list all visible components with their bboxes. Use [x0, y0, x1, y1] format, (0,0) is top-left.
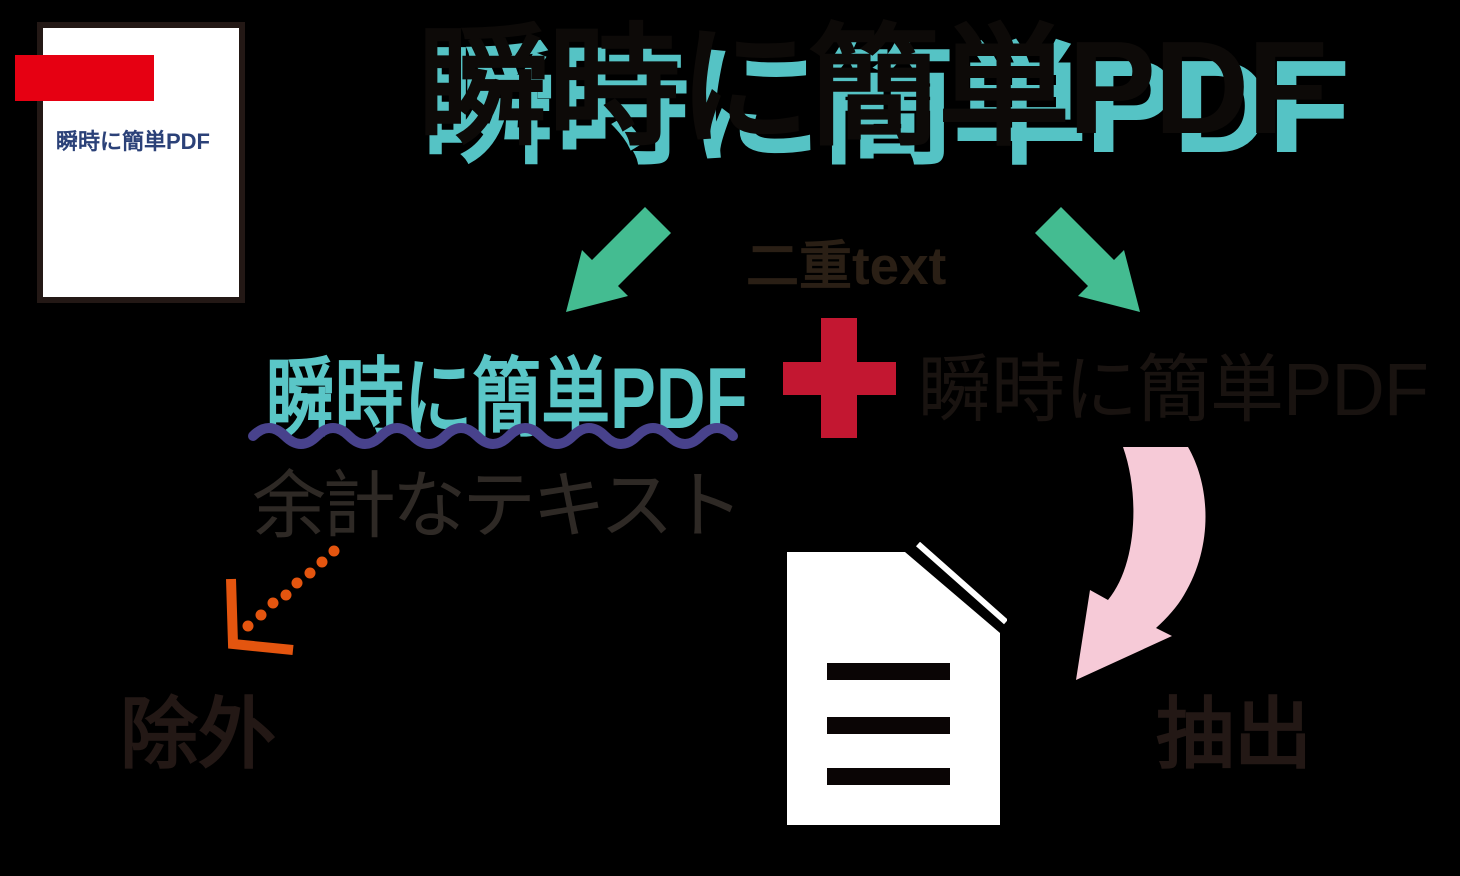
pdf-page-thumbnail: 瞬時に簡単PDF [15, 22, 245, 303]
page-fold-line [916, 542, 1007, 625]
double-text-label: 二重text [746, 237, 947, 296]
arrow-down-right-icon [1035, 207, 1140, 312]
extra-text-label: 余計なテキスト [252, 464, 744, 547]
wavy-underline [248, 423, 738, 449]
text-line [827, 768, 950, 785]
plus-horizontal-bar [783, 362, 896, 395]
text-line [827, 717, 950, 734]
curved-arrow-down-left-icon [1076, 447, 1206, 680]
clean-text-sample: 瞬時に簡単PDF [918, 348, 1429, 431]
thumbnail-title-text: 瞬時に簡単PDF [56, 129, 211, 154]
main-title-front-layer: 瞬時に簡単PDF [418, 14, 1328, 161]
arrow-down-left-icon [566, 207, 671, 312]
main-title-shadow-layer: 瞬時に簡単PDF [422, 33, 1350, 180]
exclude-result-label: 除外 [120, 690, 277, 778]
extract-result-label: 抽出 [1156, 690, 1313, 778]
plus-icon [783, 318, 896, 438]
dotted-arrow-down-left-icon [226, 545, 340, 655]
document-page [787, 552, 1000, 825]
text-line [827, 663, 950, 680]
red-highlight-bar [15, 55, 154, 101]
document-icon [787, 542, 1007, 825]
main-title: 瞬時に簡単PDF 瞬時に簡単PDF [418, 12, 1438, 212]
